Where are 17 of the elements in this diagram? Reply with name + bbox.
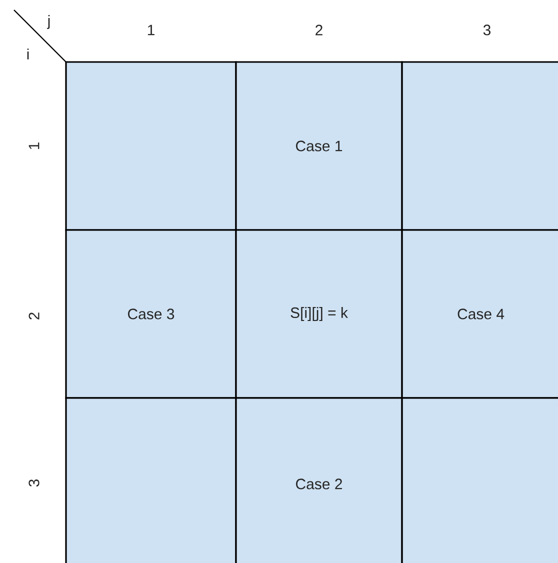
table-cell xyxy=(65,397,237,563)
column-header: 1 xyxy=(148,24,154,36)
row-header: 3 xyxy=(28,479,40,487)
table-cell xyxy=(401,397,558,563)
row-header: 2 xyxy=(28,312,40,320)
table-cell: Case 4 xyxy=(401,229,558,399)
table-cell: Case 3 xyxy=(65,229,237,399)
column-header: 2 xyxy=(316,24,322,36)
axis-label: j xyxy=(46,15,50,29)
table-cell xyxy=(65,61,237,231)
column-header: 3 xyxy=(483,24,491,36)
axis-label: i xyxy=(27,48,29,60)
row-header: 1 xyxy=(28,142,40,150)
table-cell xyxy=(401,61,558,231)
table-cell: Case 2 xyxy=(235,397,403,563)
table-cell: S[i][j] = k xyxy=(235,229,403,399)
table-cell: Case 1 xyxy=(235,61,403,231)
